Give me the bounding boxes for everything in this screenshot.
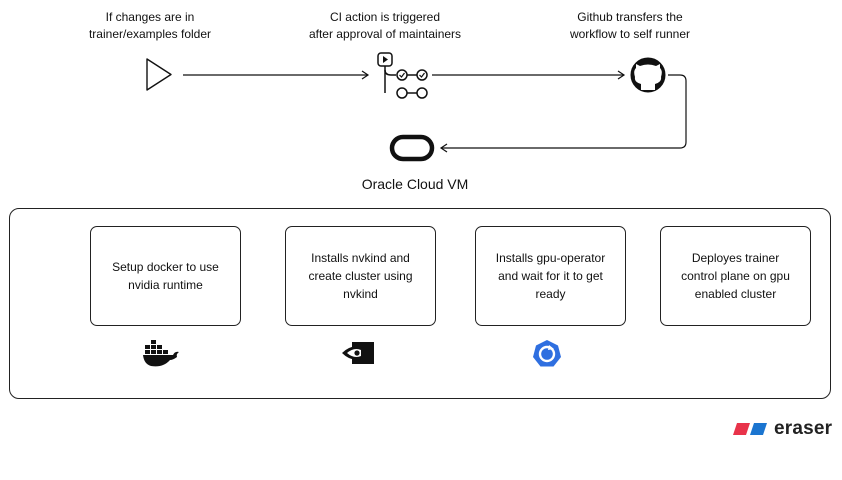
nvidia-icon: [342, 342, 374, 364]
step-deploy-trainer: Deployes trainer control plane on gpu en…: [660, 226, 811, 326]
workflow-icon: [377, 52, 428, 99]
gpu-operator-icon: [533, 340, 561, 367]
vm-container: [9, 208, 831, 399]
step-setup-docker: Setup docker to use nvidia runtime: [90, 226, 241, 326]
step-install-gpu-operator: Installs gpu-operator and wait for it to…: [475, 226, 626, 326]
flow-diagram: [146, 52, 687, 162]
trigger-caption: If changes are in trainer/examples folde…: [88, 10, 212, 41]
github-caption: Github transfers the workflow to self ru…: [569, 10, 691, 41]
oracle-icon: [389, 134, 435, 162]
vm-title: Oracle Cloud VM: [361, 176, 469, 192]
arrow-github-to-vm: [441, 74, 687, 149]
play-icon: [146, 58, 172, 91]
step-install-nvkind: Installs nvkind and create cluster using…: [285, 226, 436, 326]
docker-icon: [143, 340, 179, 367]
eraser-logo-icon: [733, 423, 767, 435]
ci-caption: CI action is triggered after approval of…: [308, 10, 462, 41]
github-icon: [630, 57, 666, 93]
eraser-brand-name: eraser: [774, 418, 833, 439]
